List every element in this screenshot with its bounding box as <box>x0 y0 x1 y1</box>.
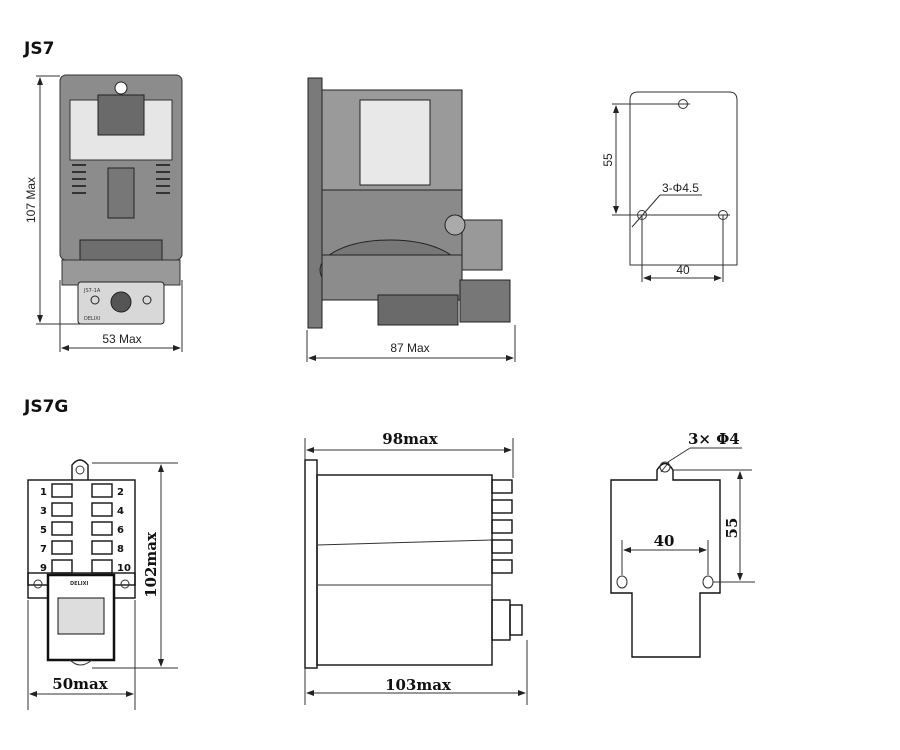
js7-side-view <box>307 77 511 329</box>
js7-width-label: 53 Max <box>102 332 141 346</box>
terminal-9: 9 <box>40 563 47 574</box>
section-title-js7g: JS7G <box>23 397 68 417</box>
js7-height-label: 107 Max <box>24 177 38 223</box>
terminal-5: 5 <box>40 525 47 536</box>
terminal-3: 3 <box>40 506 47 517</box>
js7g-front-view: DELIXI <box>27 459 136 666</box>
js7g-width-label: 50max <box>52 675 108 693</box>
js7g-height-dimension: 102max <box>92 462 178 669</box>
js7g-depth-dimension: 98max <box>304 430 514 478</box>
js7g-terminal-block: 1 2 3 4 5 6 7 8 9 10 <box>40 483 131 574</box>
terminal-4: 4 <box>117 506 124 517</box>
js7-side-width-label: 87 Max <box>390 341 429 355</box>
js7-side-width-dimension: 87 Max <box>306 325 516 362</box>
terminal-7: 7 <box>40 544 47 555</box>
js7-mount-vertical-label: 55 <box>601 153 615 167</box>
js7-front-view: JS7-1A DELIXI <box>59 74 183 325</box>
js7-width-dimension: 53 Max <box>59 280 183 352</box>
js7-mount-horizontal-label: 40 <box>676 263 690 277</box>
terminal-1: 1 <box>40 487 47 498</box>
js7g-mounting-plan: 3× Φ4 55 40 <box>610 430 755 658</box>
terminal-10: 10 <box>117 563 131 574</box>
js7g-height-label: 102max <box>142 531 160 598</box>
js7g-total-label: 103max <box>385 676 452 694</box>
js7g-hole-label: 3× Φ4 <box>688 430 740 448</box>
terminal-8: 8 <box>117 544 124 555</box>
js7-brand: DELIXI <box>84 316 100 322</box>
js7-model-plate: JS7-1A <box>83 288 101 294</box>
js7g-brand: DELIXI <box>70 581 88 587</box>
js7-mounting-plan: 55 3-Φ4.5 40 <box>601 91 738 282</box>
terminal-6: 6 <box>117 525 124 536</box>
js7g-side-view <box>304 459 523 669</box>
js7g-total-dimension: 103max <box>304 640 528 705</box>
js7-height-dimension: 107 Max <box>24 75 80 325</box>
section-title-js7: JS7 <box>23 39 54 59</box>
js7g-width-dimension: 50max <box>27 600 136 710</box>
js7g-depth-label: 98max <box>382 430 438 448</box>
js7-hole-label: 3-Φ4.5 <box>662 181 699 195</box>
js7g-mount-horizontal-label: 40 <box>654 532 675 550</box>
terminal-2: 2 <box>117 487 124 498</box>
js7g-mount-vertical-label: 55 <box>723 518 741 539</box>
